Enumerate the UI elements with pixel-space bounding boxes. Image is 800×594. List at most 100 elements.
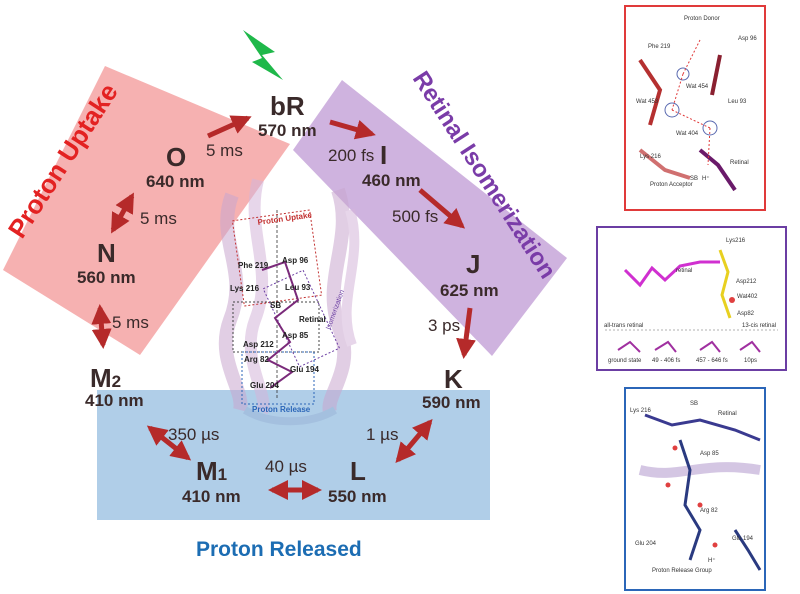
svg-text:retinal: retinal <box>676 268 692 274</box>
svg-text:SB: SB <box>690 176 698 182</box>
svg-text:Asp82: Asp82 <box>737 311 755 317</box>
svg-text:Wat 404: Wat 404 <box>676 131 699 137</box>
state-L: L 550 nm <box>328 456 387 506</box>
arrow-M1-M2 <box>146 425 192 461</box>
arrow-N-O <box>110 192 135 234</box>
state-O: O 640 nm <box>146 142 205 191</box>
central-protein-structure <box>218 178 360 426</box>
svg-text:SB: SB <box>270 301 281 310</box>
svg-text:560 nm: 560 nm <box>77 268 136 287</box>
svg-text:Asp 96: Asp 96 <box>282 256 309 265</box>
svg-text:M1: M1 <box>196 456 227 486</box>
state-I: I 460 nm <box>362 140 421 190</box>
svg-text:640 nm: 640 nm <box>146 172 205 191</box>
svg-text:Leu 93: Leu 93 <box>285 283 311 292</box>
svg-text:K: K <box>444 364 463 394</box>
svg-text:500 fs: 500 fs <box>392 207 438 226</box>
transition-arrows <box>91 115 476 500</box>
svg-text:Glu 194: Glu 194 <box>732 536 754 542</box>
svg-text:Wat 453: Wat 453 <box>636 99 659 105</box>
svg-text:Arg 82: Arg 82 <box>700 508 718 514</box>
svg-text:3 ps: 3 ps <box>428 316 460 335</box>
svg-text:5 ms: 5 ms <box>206 141 243 160</box>
light-bolt-icon <box>243 30 283 80</box>
svg-text:200 fs: 200 fs <box>328 146 374 165</box>
svg-text:Retinal: Retinal <box>730 160 749 166</box>
svg-text:Glu 194: Glu 194 <box>290 365 319 374</box>
arrow-bR-I <box>329 119 376 140</box>
svg-text:H⁺: H⁺ <box>702 175 710 182</box>
svg-text:550 nm: 550 nm <box>328 487 387 506</box>
proton-released-title: Proton Released <box>196 538 362 561</box>
svg-text:Lys 216: Lys 216 <box>640 154 661 160</box>
svg-text:13-cis retinal: 13-cis retinal <box>742 323 776 329</box>
svg-text:590 nm: 590 nm <box>422 393 481 412</box>
arrow-K-L <box>395 418 433 464</box>
svg-text:N: N <box>97 238 116 268</box>
svg-text:Retinal: Retinal <box>299 315 326 324</box>
svg-text:Glu 204: Glu 204 <box>250 381 279 390</box>
svg-text:Arg 82: Arg 82 <box>244 355 269 364</box>
svg-text:Glu 204: Glu 204 <box>635 541 657 547</box>
arrow-J-K <box>456 307 476 359</box>
svg-text:Retinal: Retinal <box>718 411 737 417</box>
svg-text:410 nm: 410 nm <box>182 487 241 506</box>
svg-text:Leu 93: Leu 93 <box>728 99 747 105</box>
transition-times: 5 ms 200 fs 500 fs 3 ps 1 µs 40 µs 350 µ… <box>112 141 460 476</box>
svg-text:Phe 219: Phe 219 <box>238 261 269 270</box>
svg-text:10ps: 10ps <box>744 358 757 364</box>
svg-text:Phe 219: Phe 219 <box>648 44 671 50</box>
svg-text:Lys216: Lys216 <box>726 238 746 244</box>
svg-text:Wat402: Wat402 <box>737 294 758 300</box>
svg-text:460 nm: 460 nm <box>362 171 421 190</box>
center-box-uptake-label: Proton Uptake <box>257 210 313 227</box>
center-residue-labels: Phe 219 Asp 96 Lys 216 Leu 93 SB Retinal… <box>230 256 326 390</box>
state-bR: bR 570 nm <box>258 91 317 140</box>
svg-text:J: J <box>466 249 480 279</box>
panel-uptake-detail: Proton Donor Phe 219 Asp 96 Wat 454 Wat … <box>624 5 766 211</box>
center-box-release-label: Proton Release <box>252 405 311 414</box>
svg-text:350 µs: 350 µs <box>168 425 219 444</box>
arrow-I-J <box>418 188 466 229</box>
state-J: J 625 nm <box>440 249 499 300</box>
svg-text:40 µs: 40 µs <box>265 457 307 476</box>
svg-text:Asp 85: Asp 85 <box>282 331 309 340</box>
svg-text:I: I <box>380 140 387 170</box>
svg-text:5 ms: 5 ms <box>112 313 149 332</box>
svg-text:570 nm: 570 nm <box>258 121 317 140</box>
svg-text:ground state: ground state <box>608 358 642 364</box>
svg-text:Wat 454: Wat 454 <box>686 84 709 90</box>
svg-text:1 µs: 1 µs <box>366 425 398 444</box>
svg-text:410 nm: 410 nm <box>85 391 144 410</box>
state-K: K 590 nm <box>422 364 481 412</box>
svg-text:625 nm: 625 nm <box>440 281 499 300</box>
svg-text:Proton Donor: Proton Donor <box>684 16 720 22</box>
proton-uptake-region <box>3 66 290 355</box>
svg-text:Asp212: Asp212 <box>736 279 757 285</box>
svg-text:Asp 212: Asp 212 <box>243 340 274 349</box>
isomerization-region <box>293 80 567 356</box>
svg-text:all-trans retinal: all-trans retinal <box>604 323 643 329</box>
svg-text:Proton Acceptor: Proton Acceptor <box>650 182 693 188</box>
svg-text:49 - 406 fs: 49 - 406 fs <box>652 358 680 364</box>
svg-text:Lys 216: Lys 216 <box>630 408 651 414</box>
svg-text:Lys 216: Lys 216 <box>230 284 260 293</box>
svg-text:Asp 96: Asp 96 <box>738 36 757 42</box>
state-N: N 560 nm <box>77 238 136 287</box>
svg-text:M2: M2 <box>90 363 121 393</box>
svg-text:457 - 646 fs: 457 - 646 fs <box>696 358 728 364</box>
svg-text:L: L <box>350 456 366 486</box>
svg-text:bR: bR <box>270 91 305 121</box>
arrow-O-bR <box>206 115 252 139</box>
svg-text:Proton Release Group: Proton Release Group <box>652 568 712 574</box>
svg-text:O: O <box>166 142 186 172</box>
state-M1: M1 410 nm <box>182 456 241 506</box>
panel-release-detail: Lys 216 SB Retinal Asp 85 Arg 82 Glu 204… <box>624 387 766 591</box>
panel-isomerization-detail: Lys216 retinal Asp212 Wat402 Asp82 all-t… <box>596 226 787 371</box>
svg-text:SB: SB <box>690 401 698 407</box>
arrow-M2-N <box>91 304 112 349</box>
svg-text:Asp 85: Asp 85 <box>700 451 719 457</box>
svg-text:5 ms: 5 ms <box>140 209 177 228</box>
state-M2: M2 410 nm <box>85 363 144 410</box>
